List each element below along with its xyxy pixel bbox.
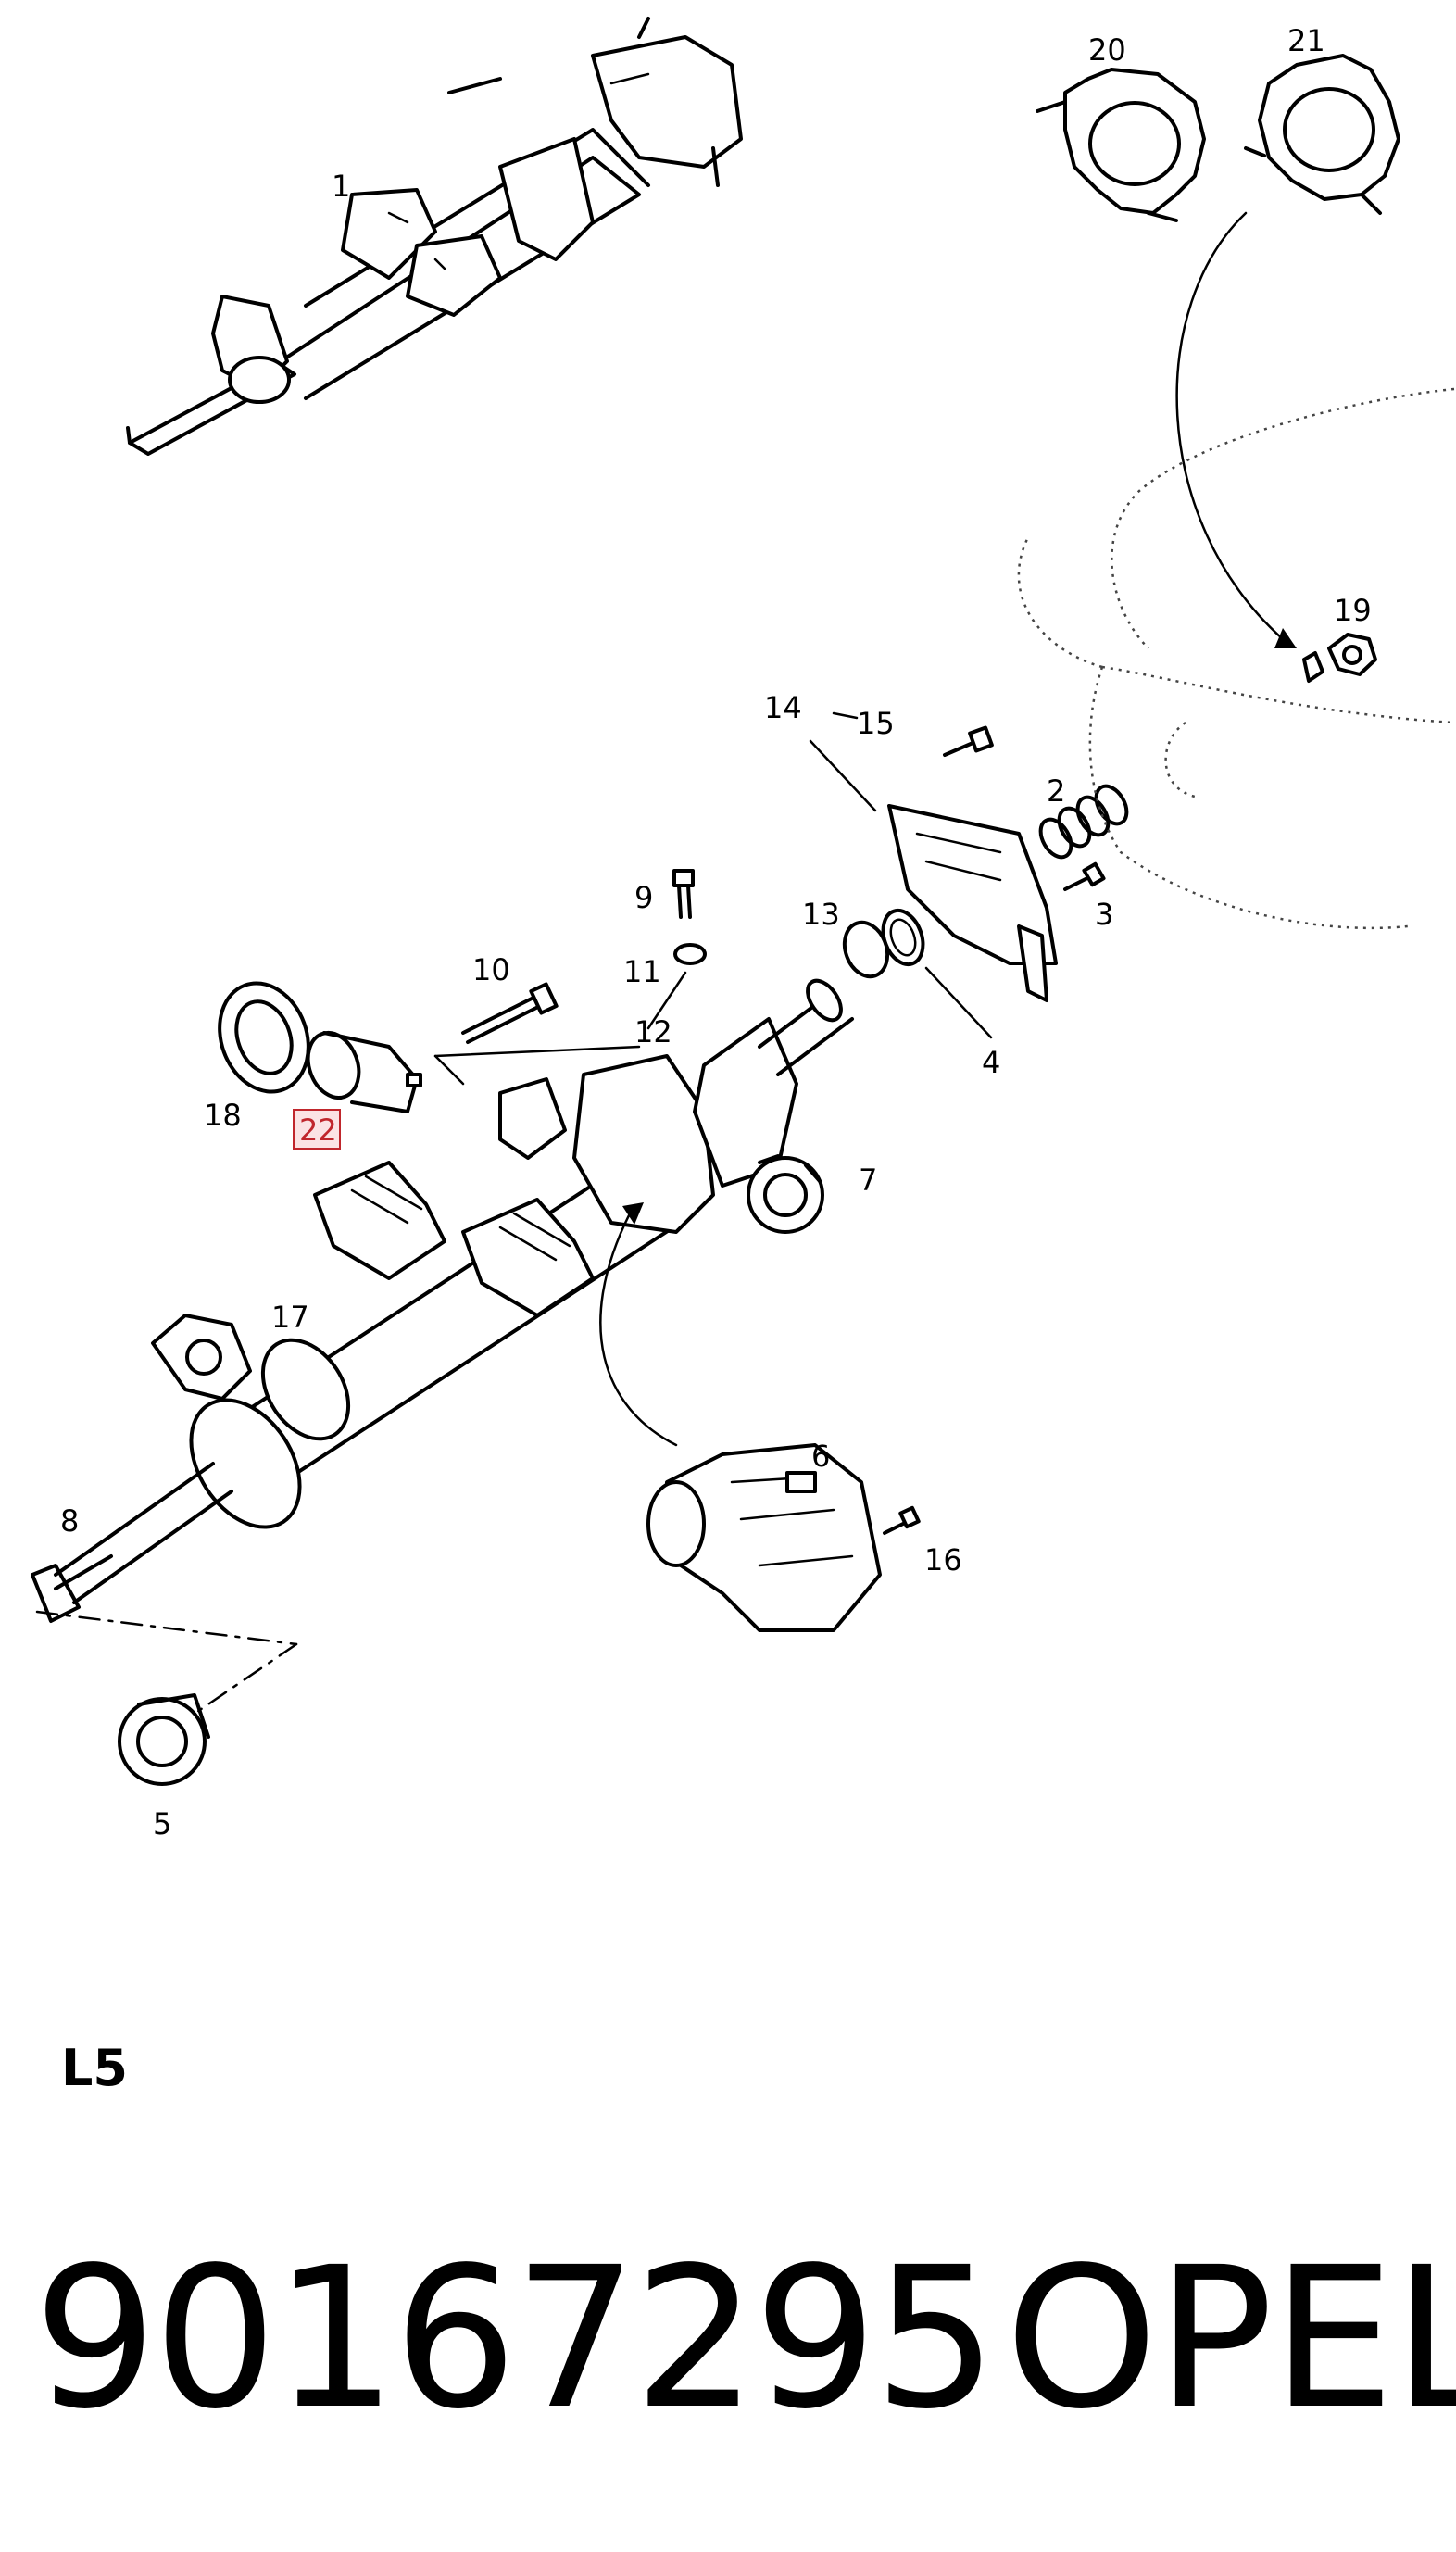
callout-12: 12 (634, 1014, 672, 1050)
upper-steering-column-assembly (126, 17, 743, 456)
assembly-arrow (1175, 211, 1297, 648)
callout-10: 10 (472, 952, 510, 987)
alignment-lines (35, 1610, 298, 1716)
callout-18: 18 (204, 1098, 242, 1133)
steering-wheel-outline (1017, 387, 1455, 930)
lock-washer-20 (1036, 68, 1206, 222)
spring-part (1038, 784, 1129, 860)
callout-14: 14 (764, 690, 802, 725)
callout-8: 8 (60, 1503, 79, 1539)
callout-3: 3 (1095, 897, 1113, 932)
callout-4: 4 (982, 1045, 1000, 1080)
nut-19 (1302, 633, 1377, 683)
callout-22-highlight-box (293, 1109, 341, 1150)
bush-part (118, 1693, 210, 1786)
callout-11: 11 (623, 954, 661, 989)
lower-steering-column-assembly (31, 978, 854, 1623)
callout-15: 15 (857, 706, 895, 741)
callout-19: 19 (1334, 593, 1372, 628)
callout-16: 16 (924, 1542, 962, 1578)
callout-21: 21 (1287, 23, 1325, 58)
brand-name: OPEL (1005, 2225, 1456, 2452)
callout-6: 6 (811, 1439, 830, 1474)
callout-5: 5 (153, 1806, 171, 1842)
callout-7: 7 (859, 1163, 877, 1198)
upper-housing-parts (809, 711, 1129, 1039)
callout-1: 1 (332, 169, 350, 204)
lock-washer-21 (1244, 54, 1400, 215)
part-number: 90167295 (33, 2225, 998, 2452)
callout-17: 17 (271, 1300, 309, 1335)
lock-cylinder-group (218, 981, 422, 1113)
callout-2: 2 (1047, 773, 1065, 809)
section-label: L5 (61, 2039, 128, 2097)
switch-ring-part (747, 1154, 824, 1234)
callout-13: 13 (802, 897, 840, 932)
callout-20: 20 (1088, 32, 1126, 68)
callout-22: 22 (299, 1113, 337, 1148)
ignition-switch-part (646, 1443, 921, 1632)
callout-9: 9 (634, 880, 653, 915)
fasteners-group (433, 869, 707, 1086)
